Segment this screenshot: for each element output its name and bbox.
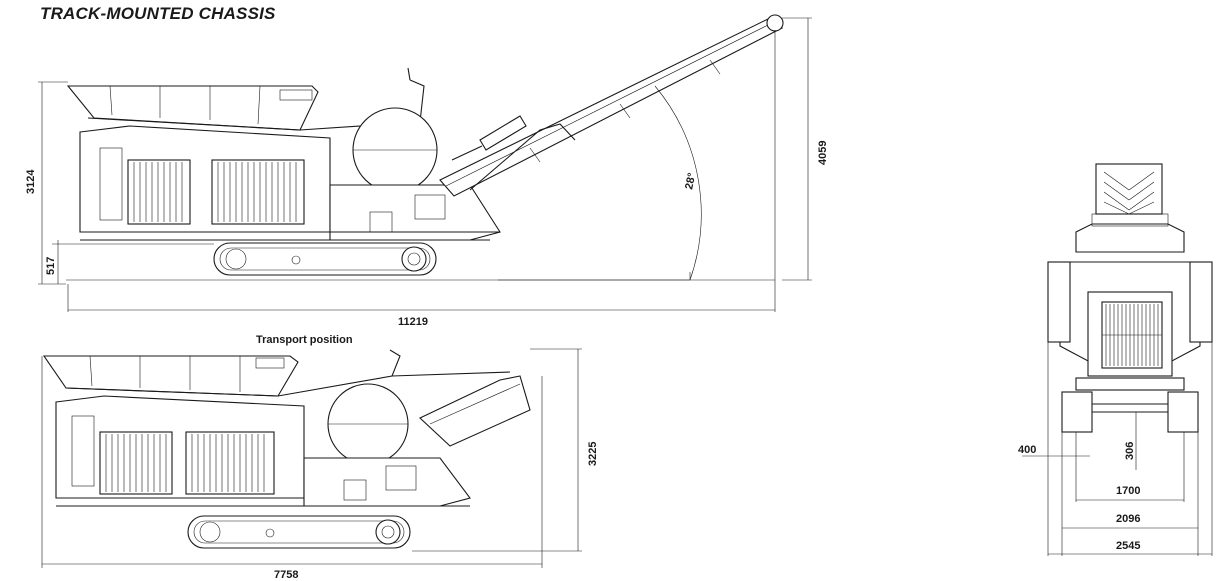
dim-transport-height: 3225: [587, 442, 599, 466]
transport-view-dimensions: [41, 348, 582, 568]
side-view-machine: [66, 14, 784, 276]
dim-track-inner: 1700: [1116, 485, 1140, 497]
dim-conveyor-angle: 28°: [683, 172, 698, 191]
dim-track-outer: 2096: [1116, 513, 1140, 525]
page-title: TRACK-MOUNTED CHASSIS: [40, 4, 276, 23]
rear-view-dimensions: [1022, 342, 1213, 556]
side-view-dimensions: [38, 17, 812, 312]
dim-overall-width: 2545: [1116, 540, 1140, 552]
dim-discharge-height: 4059: [817, 141, 829, 165]
dim-height-total: 3124: [25, 169, 37, 194]
transport-view-machine: [42, 349, 531, 549]
dim-length: 11219: [398, 316, 428, 328]
rear-grille-lines: [1102, 304, 1162, 366]
dim-rear-400: 400: [1018, 444, 1036, 456]
transport-position-label: Transport position: [256, 334, 353, 346]
transport-radiator-grille-lines: [105, 434, 265, 492]
radiator-grille-lines: [133, 162, 297, 222]
dim-transport-length: 7758: [274, 569, 298, 581]
dim-rear-306: 306: [1124, 442, 1136, 460]
dim-ground-clearance: 517: [45, 257, 57, 275]
rear-view-machine: [1047, 163, 1213, 433]
